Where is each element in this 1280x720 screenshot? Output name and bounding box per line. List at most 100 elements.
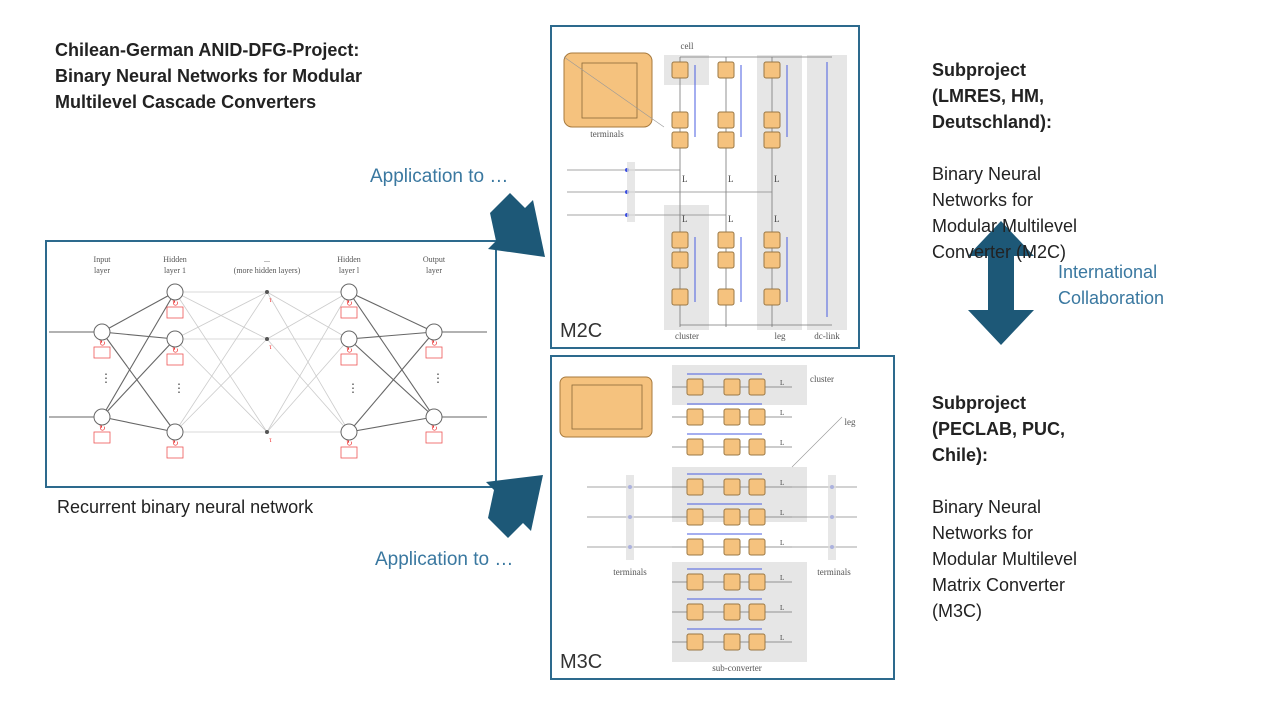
subproject-chile-body: Binary Neural Networks for Modular Multi… [932,497,1078,621]
collaboration-double-arrow-icon [968,221,1034,345]
submodule-cell [763,131,781,149]
neuron [340,423,358,441]
submodule-cell [671,251,689,269]
m3c-annotation: leg [845,417,856,427]
terminals-highlight [828,475,836,560]
layer-label: (more hidden layers) [234,266,301,275]
m2c-annotation: cluster [675,331,699,341]
delay-block [340,446,358,459]
recurrent-mark: ↻ [172,346,179,355]
nn-connection [348,331,435,340]
inductor-label: L [682,174,688,184]
neuron [93,408,111,426]
submodule-cell [671,111,689,129]
layer-label: layer l [339,266,360,275]
delay-block [340,306,358,319]
vertical-dots: ⋮ [173,381,185,395]
submodule-cell [717,111,735,129]
leg-highlight [757,55,802,330]
neuron [425,408,443,426]
submodule-cell [686,378,704,396]
layer-label: Output [423,255,446,264]
nn-connection [101,291,176,333]
inductor-label: L [774,214,780,224]
layer-label: Hidden [163,255,187,264]
m2c-annotation: dc-link [814,331,840,341]
m2c-annotation: leg [775,331,786,341]
arrow-to-m2c-icon [488,193,545,257]
collaboration-label: International Collaboration [1058,262,1165,308]
subproject-chile: Subproject (PECLAB, PUC, Chile): Binary … [932,364,1077,624]
submodule-cell [717,61,735,79]
submodule-cell [686,408,704,426]
m3c-annotation: terminals [613,567,647,577]
nn-dot [265,290,269,294]
neuron [166,283,184,301]
recurrent-mark: ↻ [431,424,438,433]
cell-detail [563,52,653,128]
recurrent-mark: ↻ [346,346,353,355]
nn-connection [348,291,435,333]
neuron [166,423,184,441]
submodule-cell [763,61,781,79]
submodule-cell [671,231,689,249]
submodule-cell [763,231,781,249]
submodule-cell [717,251,735,269]
nn-mark: τ [269,436,272,444]
inductor-label: L [780,574,784,582]
submodule-cell [686,633,704,651]
submodule-cell [763,288,781,306]
submodule-cell [723,478,741,496]
submodule-cell [723,538,741,556]
nn-mark: τ [269,296,272,304]
subproject-germany: Subproject (LMRES, HM, Deutschland): Bin… [932,31,1077,265]
nn-connection [101,338,176,418]
submodule-cell [748,633,766,651]
nn-connection [101,416,176,433]
vertical-dots: ⋮ [100,371,112,385]
submodule-cell [748,408,766,426]
inductor-label: L [682,214,688,224]
cell-detail-circuit [571,384,643,430]
submodule-cell [748,538,766,556]
neuron [340,330,358,348]
m3c-label: M3C [560,651,603,673]
recurrent-mark: ↻ [99,424,106,433]
layer-label: Input [94,255,112,264]
terminals-highlight [626,475,634,560]
nn-dot [265,337,269,341]
submodule-cell [723,508,741,526]
inductor-label: L [780,439,784,447]
submodule-cell [686,573,704,591]
submodule-cell [723,633,741,651]
submodule-cell [763,251,781,269]
delay-block [425,346,443,359]
subproject-germany-heading: Subproject (LMRES, HM, Deutschland): [932,60,1053,132]
inductor-label: L [780,539,784,547]
submodule-cell [723,573,741,591]
subproject-germany-body: Binary Neural Networks for Modular Multi… [932,164,1078,262]
submodule-cell [717,131,735,149]
submodule-cell [748,508,766,526]
inductor-label: L [774,174,780,184]
submodule-cell [748,573,766,591]
subproject-chile-heading: Subproject (PECLAB, PUC, Chile): [932,393,1066,465]
delay-block [166,446,184,459]
application-label-bottom: Application to … [375,549,514,570]
nn-connection [174,291,268,340]
submodule-cell [717,231,735,249]
nn-connection [174,338,268,433]
delay-block [425,431,443,444]
inductor-label: L [780,604,784,612]
submodule-cell [686,538,704,556]
neuron [340,283,358,301]
submodule-cell [686,508,704,526]
nn-connection [266,291,350,433]
layer-label: layer [426,266,442,275]
inductor-label: L [780,379,784,387]
